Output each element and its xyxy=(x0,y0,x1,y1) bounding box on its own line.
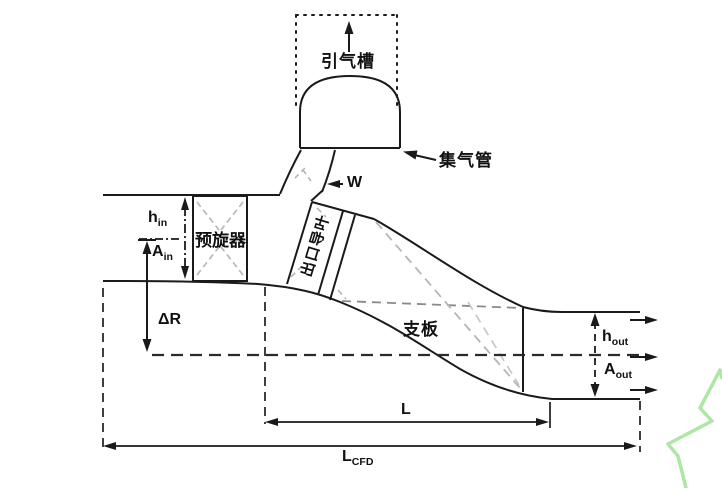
a-out-main: A xyxy=(604,361,616,378)
dim-l xyxy=(265,418,549,426)
h-out-main: h xyxy=(602,328,612,345)
a-in-label: Ain xyxy=(152,243,173,264)
a-out-label: Aout xyxy=(604,361,632,382)
bleed-slot-label: 引气槽 xyxy=(321,52,375,71)
ogv-hatch-dashes xyxy=(290,207,347,300)
duct-walls xyxy=(102,194,640,400)
dim-delta-r xyxy=(138,239,156,352)
h-in-sub: in xyxy=(157,217,168,230)
collector-label-arrow xyxy=(403,150,437,161)
pre-swirler-hatch xyxy=(196,201,244,276)
construction-lines xyxy=(102,287,642,452)
h-out-label: hout xyxy=(602,328,629,349)
h-in-main: h xyxy=(148,209,158,226)
l-cfd-sub: CFD xyxy=(351,456,374,469)
pre-swirler-label: 预旋器 xyxy=(195,231,246,250)
bleed-slot-channel xyxy=(279,149,336,202)
strut-label: 支板 xyxy=(403,320,439,339)
bleed-flow-arrow xyxy=(344,21,354,52)
strut-region-dashes xyxy=(341,221,522,389)
collector-dome xyxy=(299,74,401,149)
collector-pipe-label: 集气管 xyxy=(439,151,493,170)
outlet-flow-arrows xyxy=(630,316,658,394)
l-cfd-label: LCFD xyxy=(342,448,374,469)
watermark-zigzag xyxy=(666,368,722,488)
l-cfd-main: L xyxy=(342,448,352,465)
dim-l-cfd xyxy=(103,442,637,450)
h-out-sub: out xyxy=(611,336,629,349)
l-label: L xyxy=(401,401,411,418)
a-in-sub: in xyxy=(163,251,173,264)
bleed-slot-dotted-box xyxy=(295,14,398,111)
a-in-main: A xyxy=(152,243,164,260)
pre-swirler-box xyxy=(192,195,248,282)
dim-h-out xyxy=(590,313,600,397)
h-in-label: hin xyxy=(148,209,168,230)
slot-width-arrow xyxy=(327,180,343,188)
slot-width-label: W xyxy=(347,174,363,191)
delta-r-label: ΔR xyxy=(158,311,182,328)
a-out-sub: out xyxy=(615,369,632,382)
slot-hatch-dashes xyxy=(294,165,312,182)
outlet-guide-vane-box xyxy=(286,201,375,301)
